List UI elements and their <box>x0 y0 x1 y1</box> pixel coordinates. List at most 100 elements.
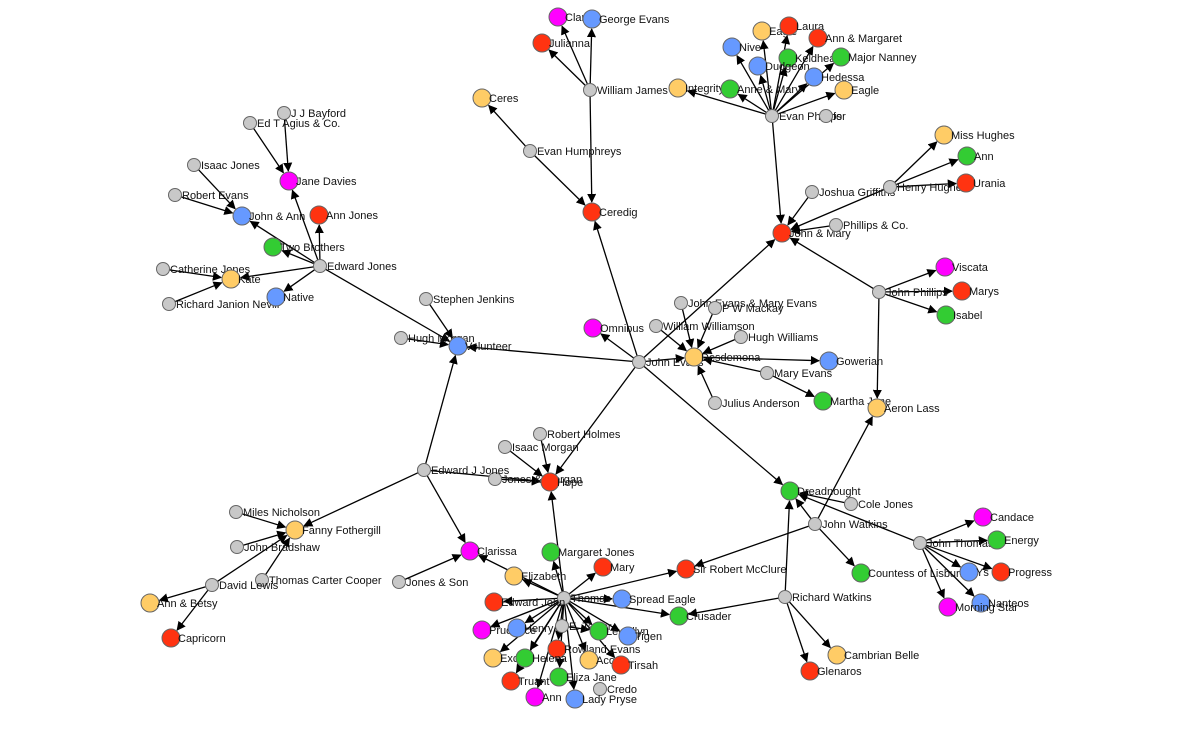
ship-node-circle[interactable] <box>938 597 958 617</box>
node-eliza-jane[interactable]: Eliza Jane <box>549 667 617 687</box>
node-cambrian-belle[interactable]: Cambrian Belle <box>827 645 919 665</box>
node-tigen[interactable]: Tigen <box>618 626 662 646</box>
node-ed-agius[interactable]: Ed T Agius & Co. <box>243 116 341 131</box>
ship-node-circle[interactable] <box>851 563 871 583</box>
ship-node-circle[interactable] <box>752 21 772 41</box>
owner-node-circle[interactable] <box>230 540 244 554</box>
node-tirsah[interactable]: Tirsah <box>611 655 658 675</box>
ship-node-circle[interactable] <box>484 592 504 612</box>
ship-node-circle[interactable] <box>804 67 824 87</box>
ship-node-circle[interactable] <box>720 79 740 99</box>
ship-node-circle[interactable] <box>525 687 545 707</box>
ship-node-circle[interactable] <box>549 667 569 687</box>
owner-node-circle[interactable] <box>557 591 571 605</box>
ship-node-circle[interactable] <box>748 56 768 76</box>
owner-node-circle[interactable] <box>523 144 537 158</box>
ship-node-circle[interactable] <box>827 645 847 665</box>
node-richard-watkins[interactable]: Richard Watkins <box>778 590 873 605</box>
node-j-j-bayford[interactable]: J J Bayford <box>277 106 347 121</box>
node-evan-humphreys[interactable]: Evan Humphreys <box>523 144 622 159</box>
ship-node-circle[interactable] <box>800 661 820 681</box>
owner-node-circle[interactable] <box>277 106 291 120</box>
node-progress[interactable]: Progress <box>991 562 1053 582</box>
node-helena[interactable]: Helena <box>515 648 568 668</box>
owner-node-circle[interactable] <box>708 396 722 410</box>
node-elizabeth[interactable]: Elizabeth <box>504 566 566 586</box>
node-spread-eagle[interactable]: Spread Eagle <box>612 589 696 609</box>
ship-node-circle[interactable] <box>959 562 979 582</box>
ship-node-circle[interactable] <box>548 7 568 27</box>
ship-node-circle[interactable] <box>957 146 977 166</box>
owner-node-circle[interactable] <box>760 366 774 380</box>
owner-node-circle[interactable] <box>417 463 431 477</box>
ship-node-circle[interactable] <box>507 618 527 638</box>
node-david-lewis[interactable]: David Lewis <box>205 578 279 593</box>
ship-node-circle[interactable] <box>952 281 972 301</box>
node-keldhead[interactable]: Keldhead <box>778 48 842 68</box>
ship-node-circle[interactable] <box>589 621 609 641</box>
ship-node-circle[interactable] <box>504 566 524 586</box>
ship-node-circle[interactable] <box>684 347 704 367</box>
ship-node-circle[interactable] <box>583 318 603 338</box>
node-isaac-jones[interactable]: Isaac Jones <box>187 158 261 173</box>
ship-node-circle[interactable] <box>867 398 887 418</box>
owner-node-circle[interactable] <box>765 109 779 123</box>
ship-node-circle[interactable] <box>936 305 956 325</box>
ship-node-circle[interactable] <box>618 626 638 646</box>
owner-node-circle[interactable] <box>872 285 886 299</box>
ship-node-circle[interactable] <box>808 28 828 48</box>
node-hedessa[interactable]: Hedessa <box>804 67 865 87</box>
node-sir-robert-mcclure[interactable]: Sir Robert McClure <box>676 559 787 579</box>
node-major-nanney[interactable]: Major Nanney <box>831 47 917 67</box>
ship-node-circle[interactable] <box>565 689 585 709</box>
node-nive[interactable]: Nive <box>722 37 761 57</box>
node-aeron-lass[interactable]: Aeron Lass <box>867 398 940 418</box>
node-richard-janion[interactable]: Richard Janion Nevill <box>162 297 280 312</box>
ship-node-circle[interactable] <box>582 9 602 29</box>
ship-node-circle[interactable] <box>579 650 599 670</box>
node-edward-jones[interactable]: Edward Jones <box>313 259 398 274</box>
owner-node-circle[interactable] <box>649 319 663 333</box>
node-william-james[interactable]: William James <box>583 83 669 98</box>
ship-node-circle[interactable] <box>956 173 976 193</box>
node-lady-pryse[interactable]: Lady Pryse <box>565 689 637 709</box>
node-native[interactable]: Native <box>266 287 314 307</box>
node-ys-node[interactable]: Ys <box>959 562 989 582</box>
node-integrity[interactable]: Integrity <box>668 78 725 98</box>
node-john-bradshaw[interactable]: John Bradshaw <box>230 540 320 555</box>
node-john-watkins[interactable]: John Watkins <box>808 517 889 532</box>
owner-node-circle[interactable] <box>883 180 897 194</box>
ship-node-circle[interactable] <box>161 628 181 648</box>
ship-node-circle[interactable] <box>722 37 742 57</box>
ship-node-circle[interactable] <box>266 287 286 307</box>
owner-node-circle[interactable] <box>419 292 433 306</box>
ship-node-circle[interactable] <box>779 16 799 36</box>
node-phillips-co[interactable]: Phillips & Co. <box>829 218 909 233</box>
owner-node-circle[interactable] <box>156 262 170 276</box>
ship-node-circle[interactable] <box>285 520 305 540</box>
node-hope[interactable]: Hope <box>540 472 583 492</box>
owner-node-circle[interactable] <box>168 188 182 202</box>
ship-node-circle[interactable] <box>501 671 521 691</box>
ship-node-circle[interactable] <box>611 655 631 675</box>
ship-node-circle[interactable] <box>532 33 552 53</box>
node-edward-j-jones[interactable]: Edward J Jones <box>417 463 510 478</box>
node-isaac-morgan[interactable]: Isaac Morgan <box>498 440 579 455</box>
owner-node-circle[interactable] <box>674 296 688 310</box>
node-anne-mary[interactable]: Anne & Mary <box>720 79 801 99</box>
owner-node-circle[interactable] <box>162 297 176 311</box>
ship-node-circle[interactable] <box>140 593 160 613</box>
node-ceres[interactable]: Ceres <box>472 88 519 108</box>
ship-node-circle[interactable] <box>973 507 993 527</box>
node-julianna[interactable]: Julianna <box>532 33 591 53</box>
node-cole-jones[interactable]: Cole Jones <box>844 497 914 512</box>
owner-node-circle[interactable] <box>778 590 792 604</box>
owner-node-circle[interactable] <box>533 427 547 441</box>
node-miles-nicholson[interactable]: Miles Nicholson <box>229 505 321 520</box>
ship-node-circle[interactable] <box>934 125 954 145</box>
node-thomas[interactable]: Thomas <box>557 591 612 606</box>
ship-node-circle[interactable] <box>472 88 492 108</box>
owner-node-circle[interactable] <box>913 536 927 550</box>
node-john-phillips[interactable]: John Phillips <box>872 285 949 300</box>
ship-node-circle[interactable] <box>232 206 252 226</box>
